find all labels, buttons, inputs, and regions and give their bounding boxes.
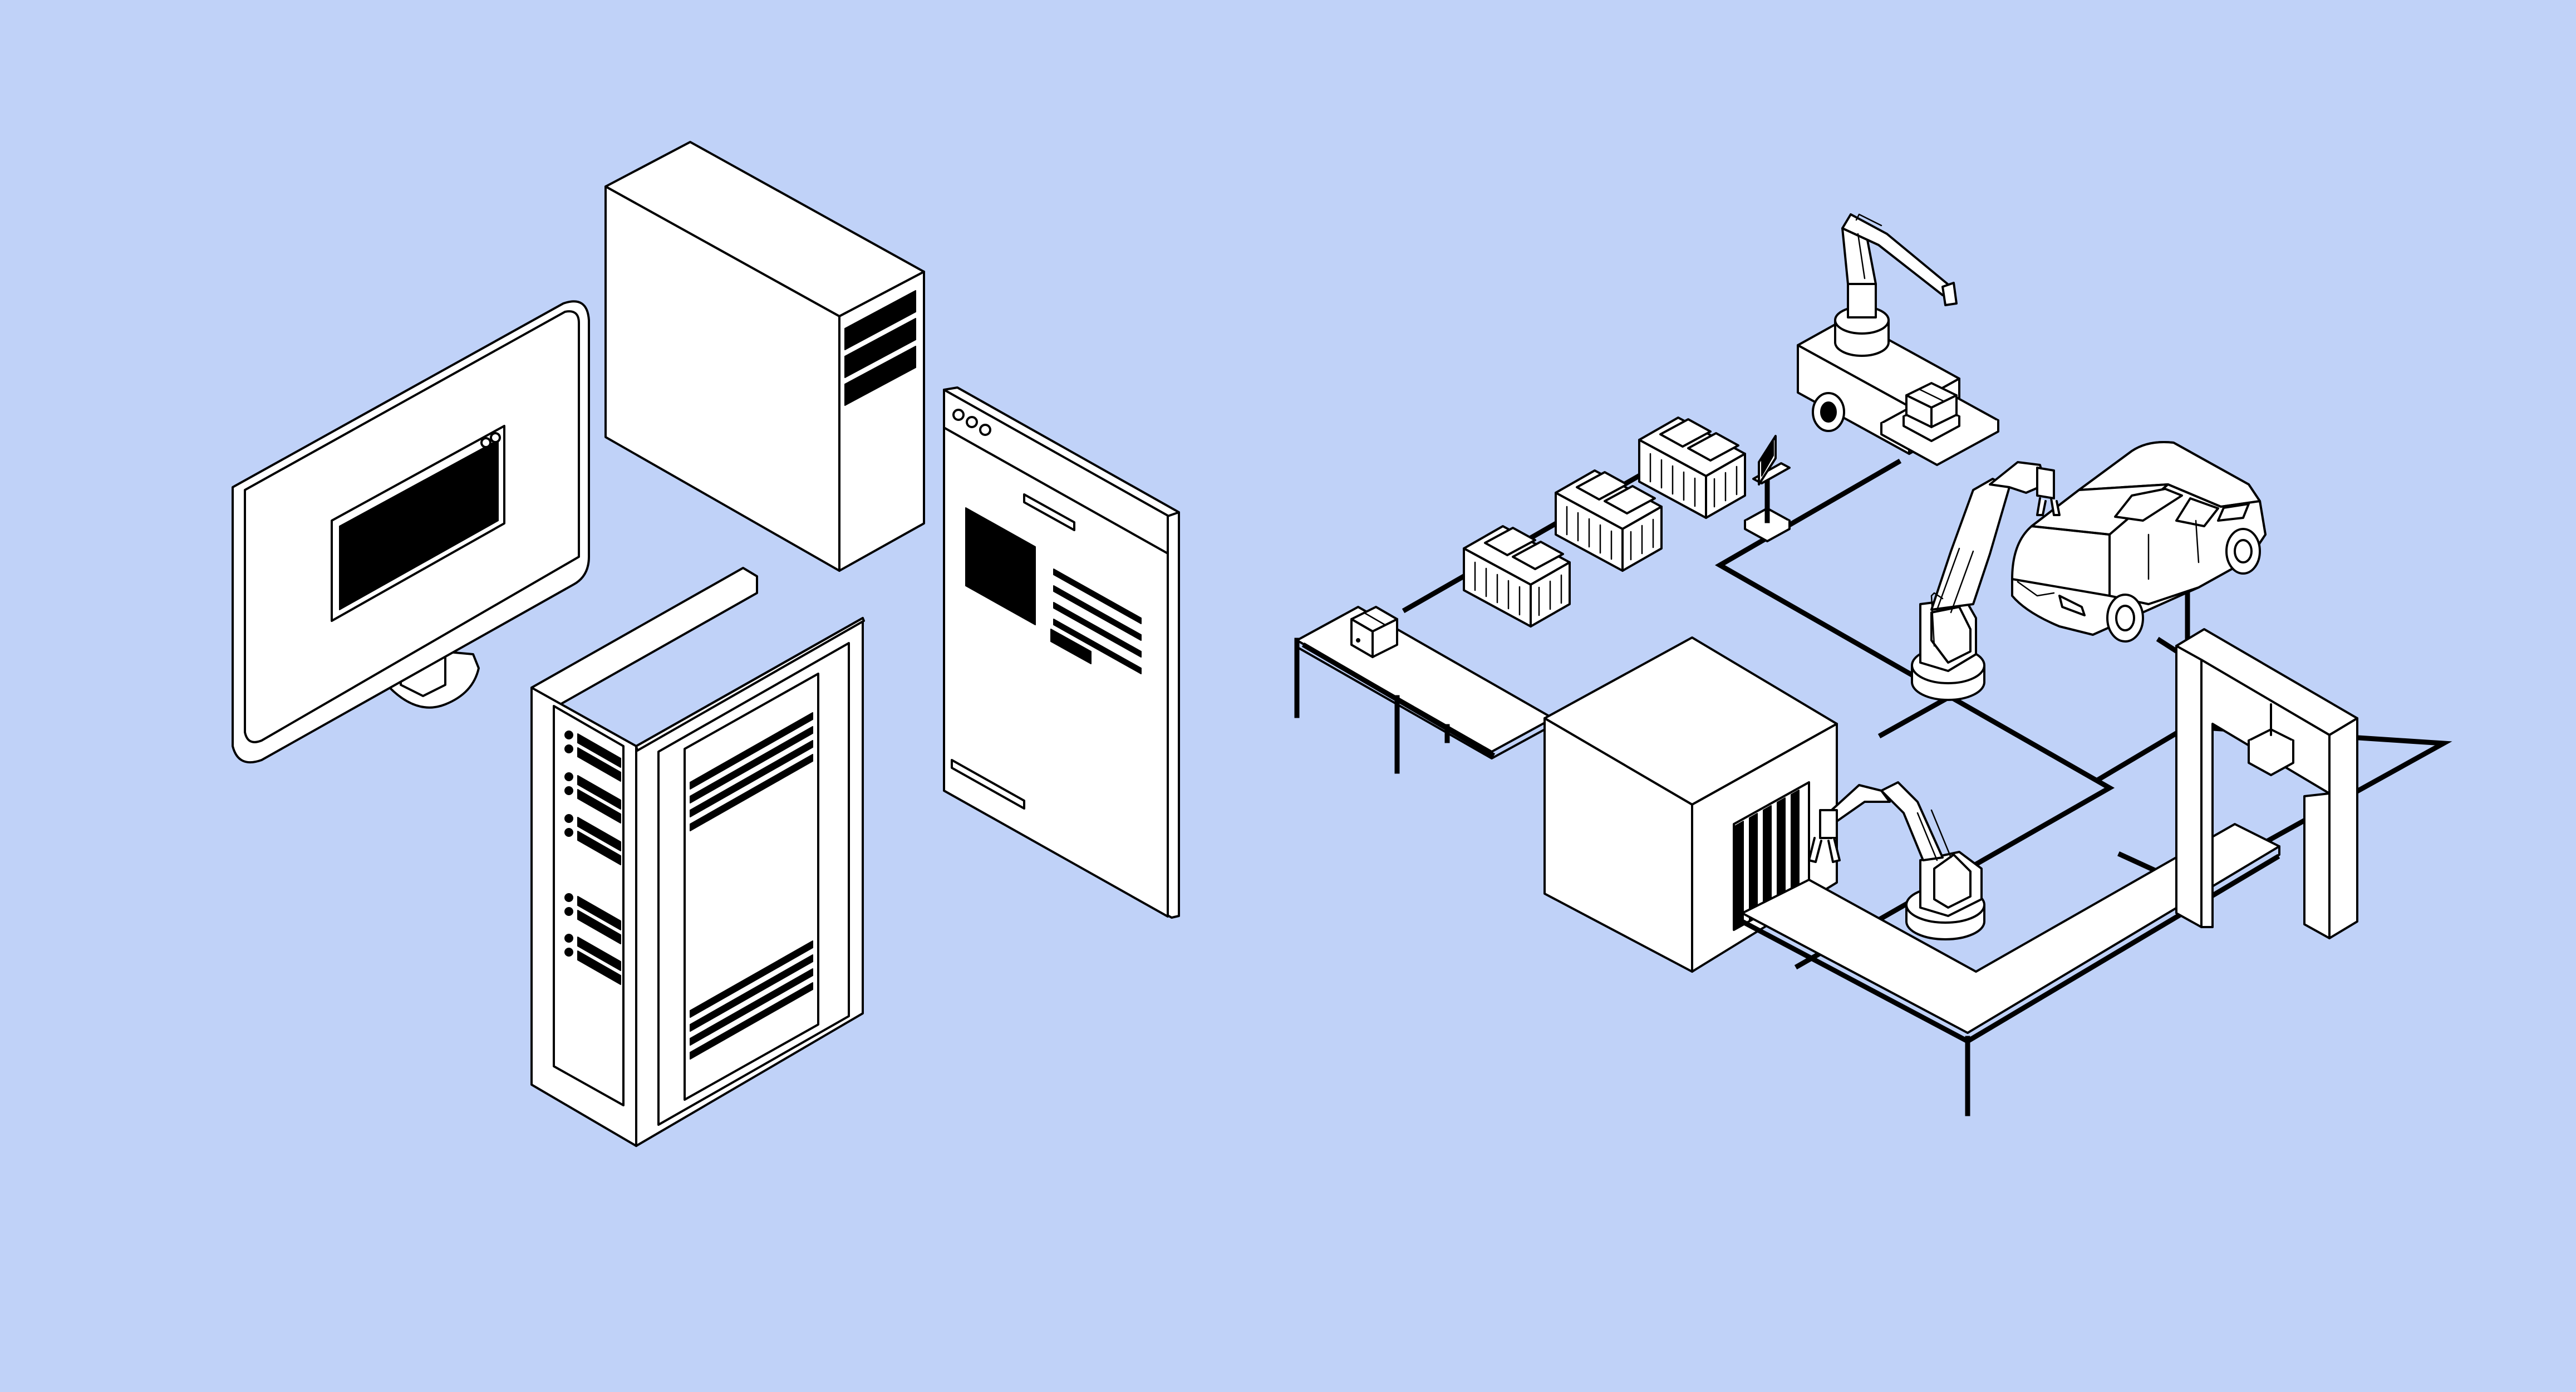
conveyor-belt-icon — [1738, 823, 2280, 1116]
crate-icon — [1555, 469, 1663, 572]
robot-arm-icon — [1911, 461, 2061, 701]
car-icon — [2011, 441, 2267, 643]
parcel-icon — [1350, 606, 1398, 658]
crate-icon — [1463, 525, 1571, 628]
agv-robot-icon — [1797, 213, 1999, 466]
browser-window-icon — [943, 386, 1180, 919]
gantry-icon — [2175, 628, 2358, 939]
server-rack-icon — [530, 567, 865, 1147]
monitor-icon — [232, 300, 590, 763]
crate-icon — [1638, 416, 1746, 519]
terminal-icon — [1744, 435, 1791, 542]
pc-tower-icon — [604, 141, 925, 572]
robot-arm-icon — [1808, 781, 1985, 940]
